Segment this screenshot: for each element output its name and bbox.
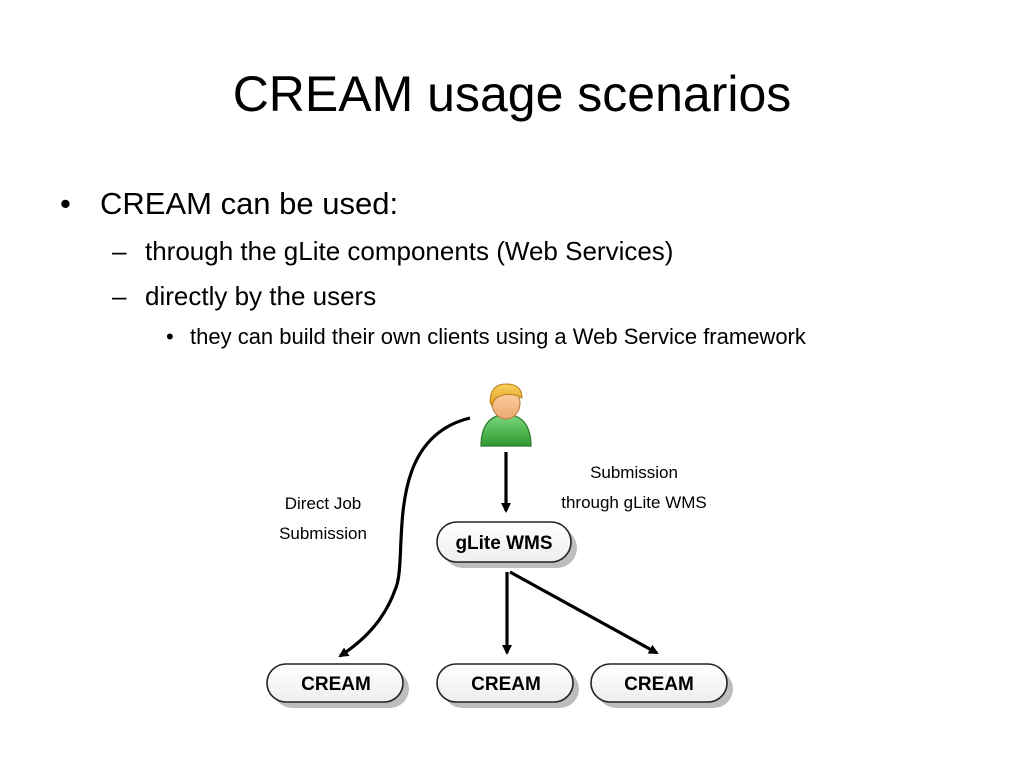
svg-text:Submission: Submission	[279, 524, 367, 543]
svg-text:Direct Job: Direct Job	[285, 494, 362, 513]
user-icon	[480, 383, 532, 447]
bullet-marker: –	[112, 236, 127, 266]
bullet-text: they can build their own clients using a…	[190, 324, 806, 349]
svg-text:Submission: Submission	[590, 463, 678, 482]
bullet-text: directly by the users	[145, 281, 377, 311]
bullet-text: through the gLite components (Web Servic…	[145, 236, 674, 266]
cream-node: CREAM	[436, 663, 579, 708]
slide-title: CREAM usage scenarios	[232, 66, 792, 122]
cream-node: CREAM	[590, 663, 733, 708]
svg-text:through gLite WMS: through gLite WMS	[561, 493, 707, 512]
glite-wms-node: gLite WMS	[436, 521, 577, 568]
cream-node: CREAM	[266, 663, 409, 708]
glite-wms-label: gLite WMS	[455, 533, 552, 554]
wms-to-cream-3-arrow	[509, 570, 659, 655]
bullet-marker: •	[60, 186, 71, 221]
bullet-text: CREAM can be used:	[100, 186, 399, 221]
wms-submission-label: Submission through gLite WMS	[561, 463, 707, 512]
cream-label: CREAM	[624, 674, 694, 695]
cream-label: CREAM	[471, 674, 541, 695]
direct-submission-arrow	[338, 416, 471, 658]
bullet-marker: –	[112, 281, 127, 311]
cream-label: CREAM	[301, 674, 371, 695]
direct-submission-label: Direct Job Submission	[279, 494, 367, 543]
bullet-marker: •	[166, 324, 174, 349]
